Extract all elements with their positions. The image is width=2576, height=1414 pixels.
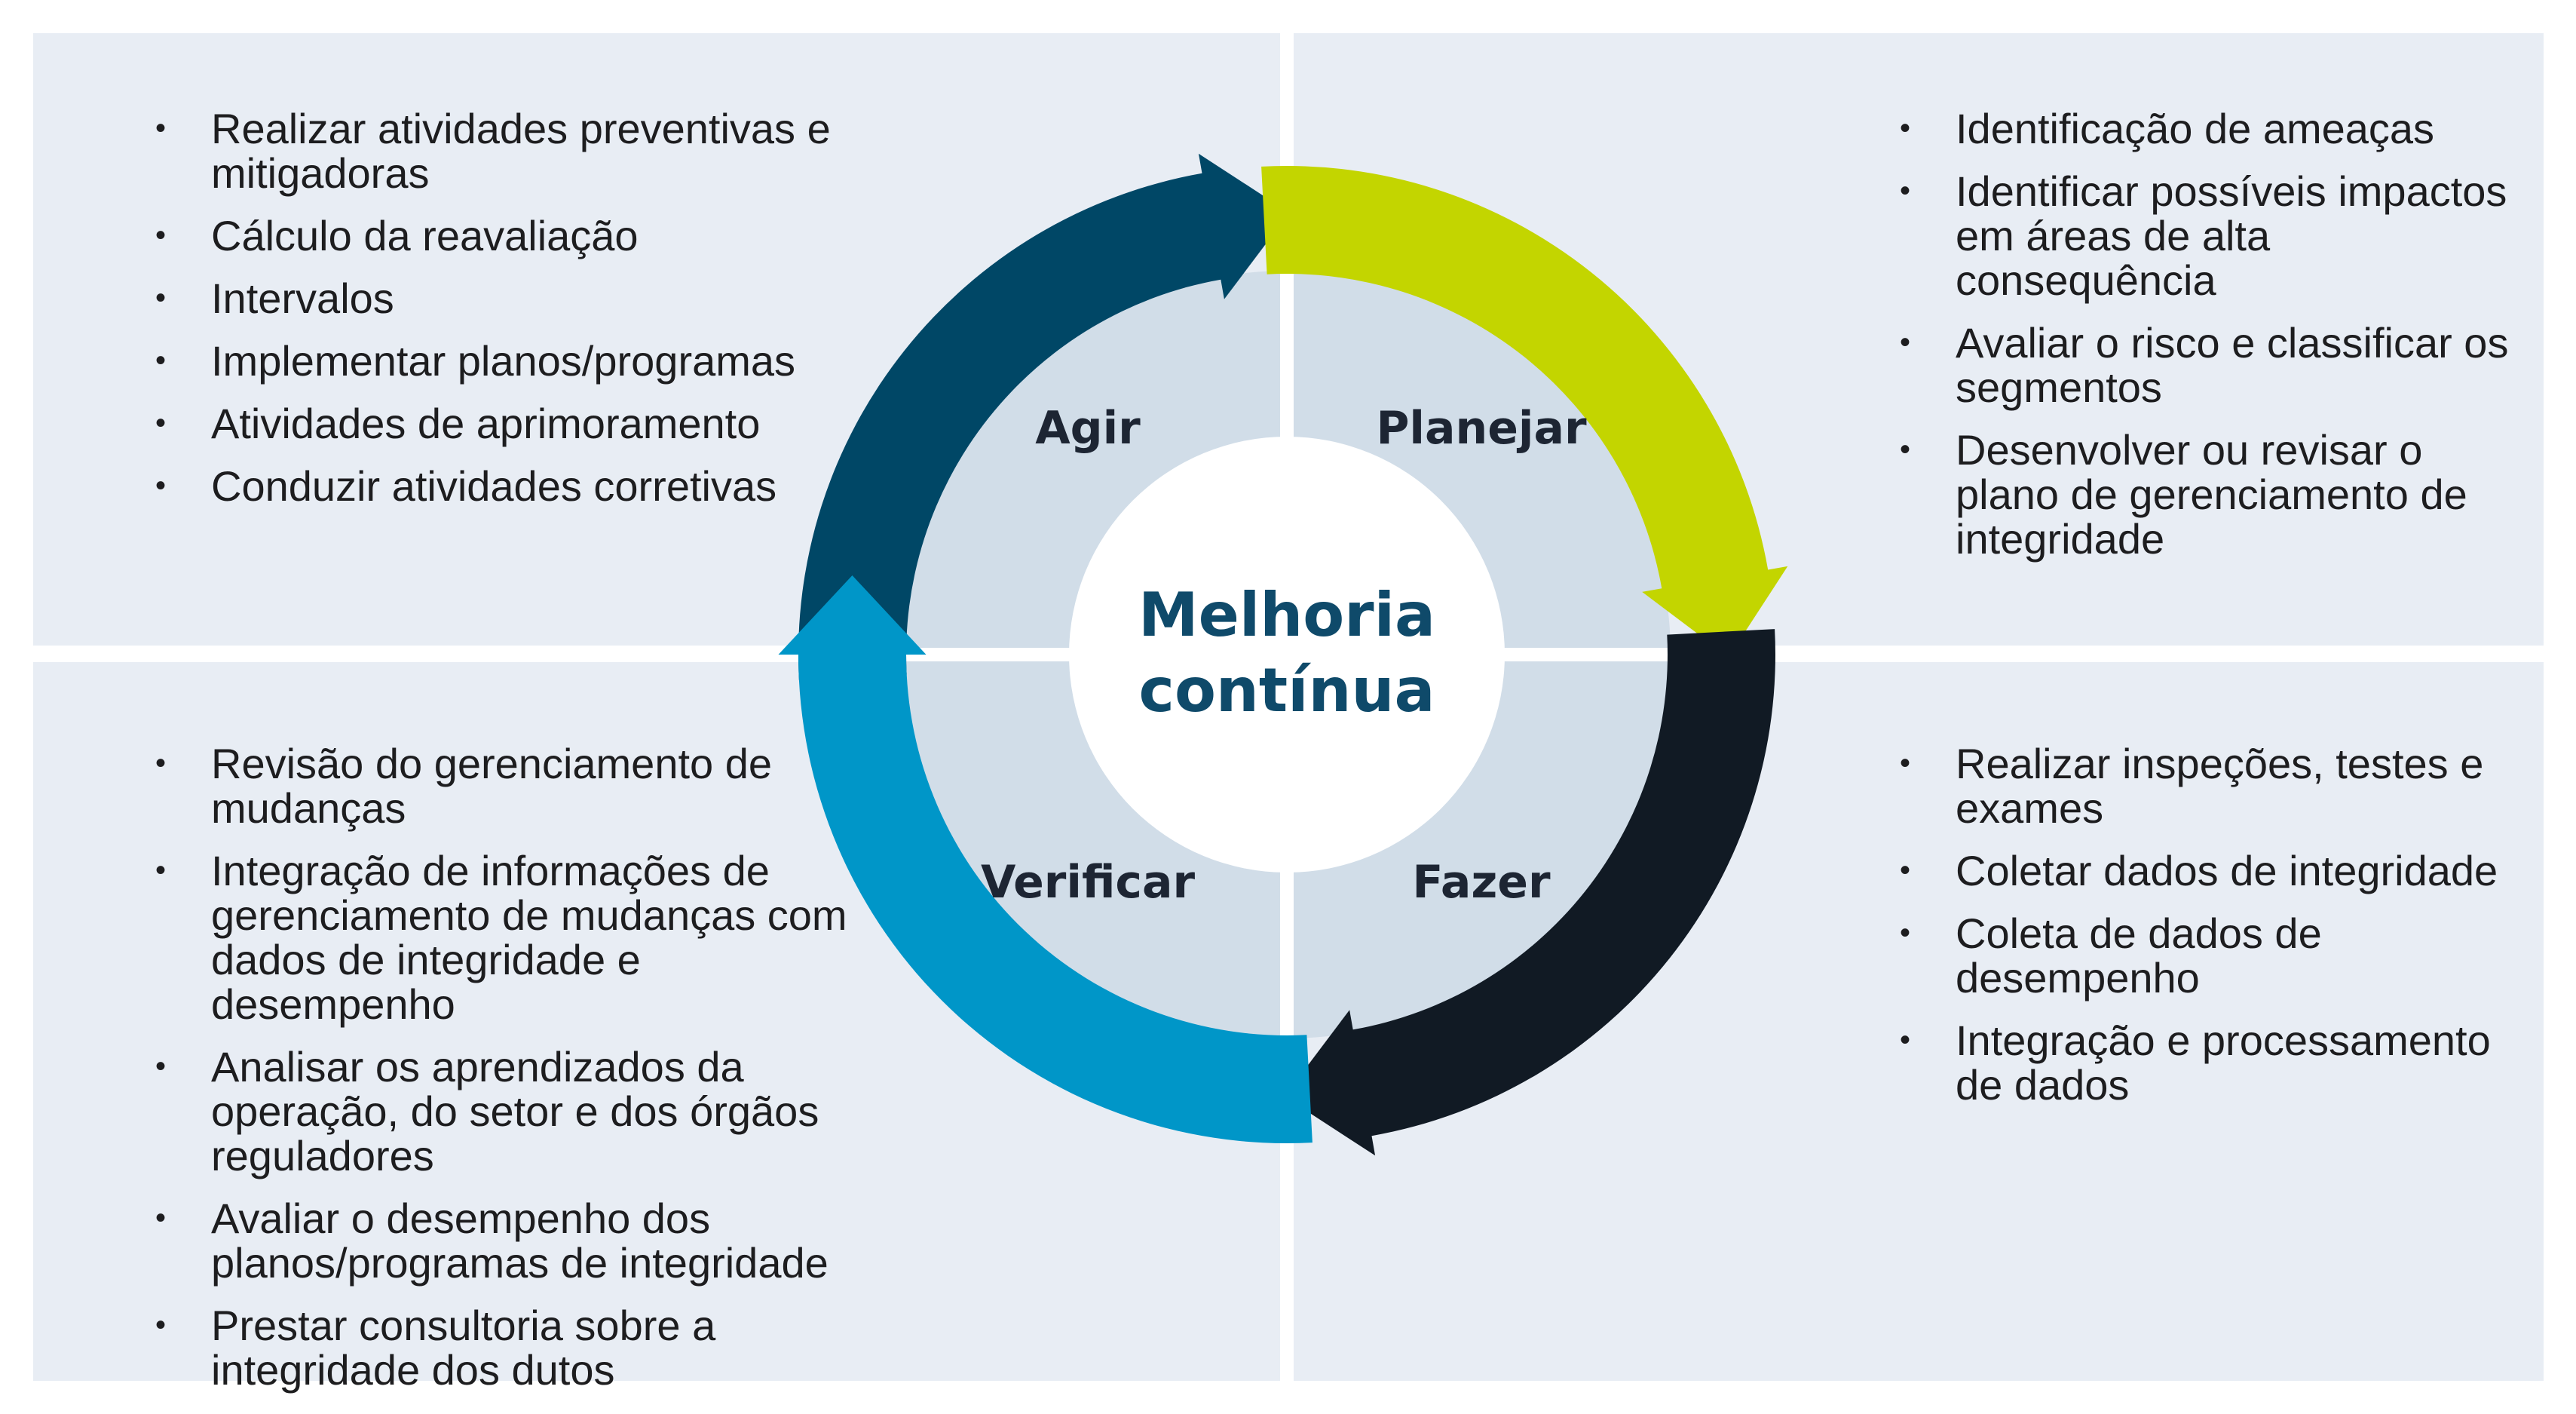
list-item: Desenvolver ou revisar o plano de gerenc…	[1900, 428, 2518, 561]
center-label-line1: Melhoria	[1138, 580, 1435, 650]
list-item: Avaliar o desempenho dos planos/programa…	[155, 1196, 894, 1285]
list-item: Integração de informações de gerenciamen…	[155, 848, 894, 1026]
list-item: Implementar planos/programas	[155, 339, 879, 383]
do-list: Realizar inspeções, testes e exames Cole…	[1900, 741, 2541, 1125]
arrow-do	[1284, 629, 1775, 1156]
list-item: Intervalos	[155, 276, 879, 321]
list-item: Avaliar o risco e classificar os segment…	[1900, 321, 2518, 409]
center-circle	[1069, 437, 1505, 873]
list-item: Integração e processamento de dados	[1900, 1018, 2541, 1107]
list-item: Identificar possíveis impactos em áreas …	[1900, 169, 2518, 302]
phase-label-check: Verificar	[981, 856, 1196, 909]
list-item: Cálculo da reavaliação	[155, 213, 879, 258]
list-item: Atividades de aprimoramento	[155, 401, 879, 446]
list-item: Realizar atividades preventivas e mitiga…	[155, 106, 879, 195]
center-label-line2: contínua	[1139, 655, 1435, 725]
phase-label-plan: Planejar	[1376, 402, 1586, 455]
plan-list: Identificação de ameaças Identificar pos…	[1900, 106, 2518, 579]
list-item: Analisar os aprendizados da operação, do…	[155, 1044, 894, 1178]
list-item: Coleta de dados de desempenho	[1900, 911, 2541, 1000]
phase-label-do: Fazer	[1412, 856, 1551, 909]
arrow-check	[778, 575, 1313, 1143]
check-list: Revisão do gerenciamento de mudanças Int…	[155, 741, 894, 1410]
list-item: Realizar inspeções, testes e exames	[1900, 741, 2541, 830]
phase-label-act: Agir	[1035, 402, 1141, 455]
act-list: Realizar atividades preventivas e mitiga…	[155, 106, 879, 526]
arrow-act	[798, 153, 1290, 680]
list-item: Revisão do gerenciamento de mudanças	[155, 741, 894, 830]
list-item: Coletar dados de integridade	[1900, 848, 2541, 893]
arrow-plan	[1261, 166, 1788, 658]
list-item: Prestar consultoria sobre a integridade …	[155, 1303, 894, 1392]
list-item: Identificação de ameaças	[1900, 106, 2518, 151]
list-item: Conduzir atividades corretivas	[155, 464, 879, 508]
